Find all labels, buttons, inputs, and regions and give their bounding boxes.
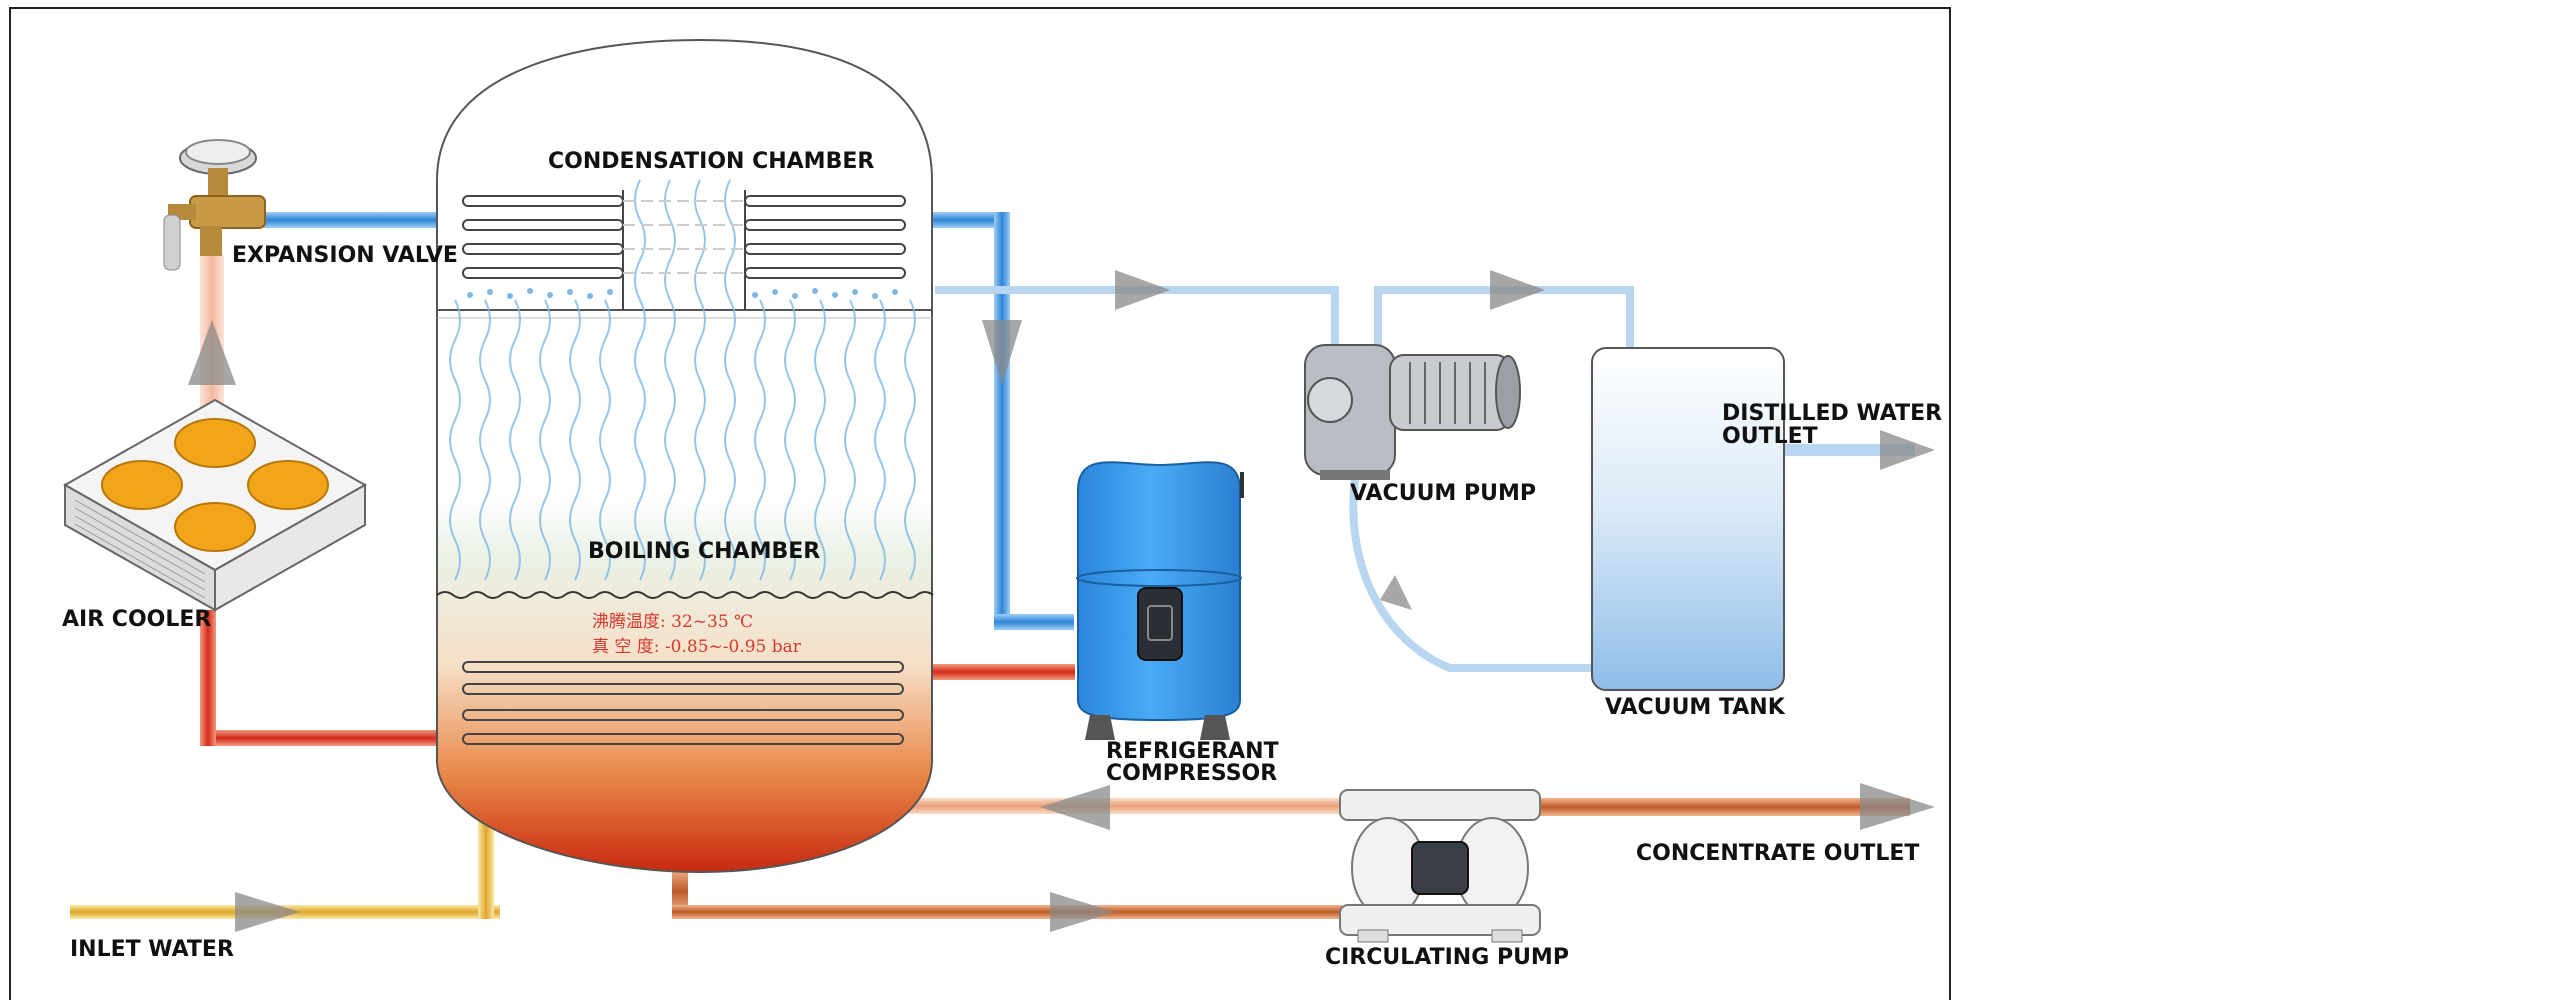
distilled-water-outlet-label-2: OUTLET [1722,424,1818,449]
vacuum-return-arrow [1380,575,1412,610]
vacuum-tank [1591,347,1785,691]
return-pipe [880,785,1350,830]
expansion-valve [163,139,266,271]
refrigerant-compressor [1076,461,1244,740]
expansion-valve-label: EXPANSION VALVE [232,243,458,268]
inlet-water-label: INLET WATER [70,937,234,962]
refrigerant-compressor-label-1: REFRIGERANT [1106,739,1279,764]
cooler-flow-arrow [188,320,236,385]
cooler-fan-1 [174,418,256,468]
cooler-grille [74,499,206,599]
air-cooler [62,398,368,612]
cooler-to-valve-pipe [188,255,236,415]
evaporator-vessel [436,38,934,874]
circulating-pipe-lower [672,868,1342,932]
concentrate-outlet-pipe [1540,783,1935,830]
distilled-flow-arrow [1880,430,1935,470]
air-cooler-label: AIR COOLER [62,607,211,632]
cooler-fan-3 [247,460,329,510]
hot-refrigerant-pipe [200,610,1075,746]
liquid-surface [436,591,934,599]
condensate-droplets [467,288,898,299]
compressor-terminal-box [1137,587,1183,661]
circulating-pump-label: CIRCULATING PUMP [1325,945,1569,970]
boiling-temperature-annotation: 沸腾温度: 32~35 ℃ [592,612,753,632]
diagram-frame [9,7,1951,1000]
concentrate-outlet-label: CONCENTRATE OUTLET [1636,841,1919,866]
vacuum-tank-label: VACUUM TANK [1605,695,1786,720]
concentrate-flow-arrow [1860,783,1935,830]
suction-flow-arrow [982,320,1022,385]
cooler-fan-2 [101,460,183,510]
condensation-coils [462,190,906,310]
refrigerant-compressor-label-2: COMPRESSOR [1106,761,1277,786]
cooler-fan-4 [174,502,256,552]
vacuum-pump-label: VACUUM PUMP [1350,481,1536,506]
return-flow-arrow [1040,785,1110,830]
heating-coils [462,661,904,745]
vacuum-degree-annotation: 真 空 度: -0.85~-0.95 bar [592,637,802,657]
inlet-water-pipe [70,800,500,932]
circulating-flow-arrow [1050,892,1115,932]
vacuum-pump [1304,344,1521,480]
circulating-pump [1339,789,1541,943]
vapor-flow-arrow-1 [1115,270,1170,310]
inlet-flow-arrow [235,892,300,932]
distilled-water-outlet-label-1: DISTILLED WATER [1722,401,1942,426]
condensation-chamber-label: CONDENSATION CHAMBER [548,149,874,174]
vapor-flow-arrow-2 [1490,270,1545,310]
distilled-outlet-pipe [1785,430,1935,470]
vapor-line [935,286,1634,672]
boiling-chamber-label: BOILING CHAMBER [588,539,820,564]
valve-to-coil-pipe [260,212,470,228]
